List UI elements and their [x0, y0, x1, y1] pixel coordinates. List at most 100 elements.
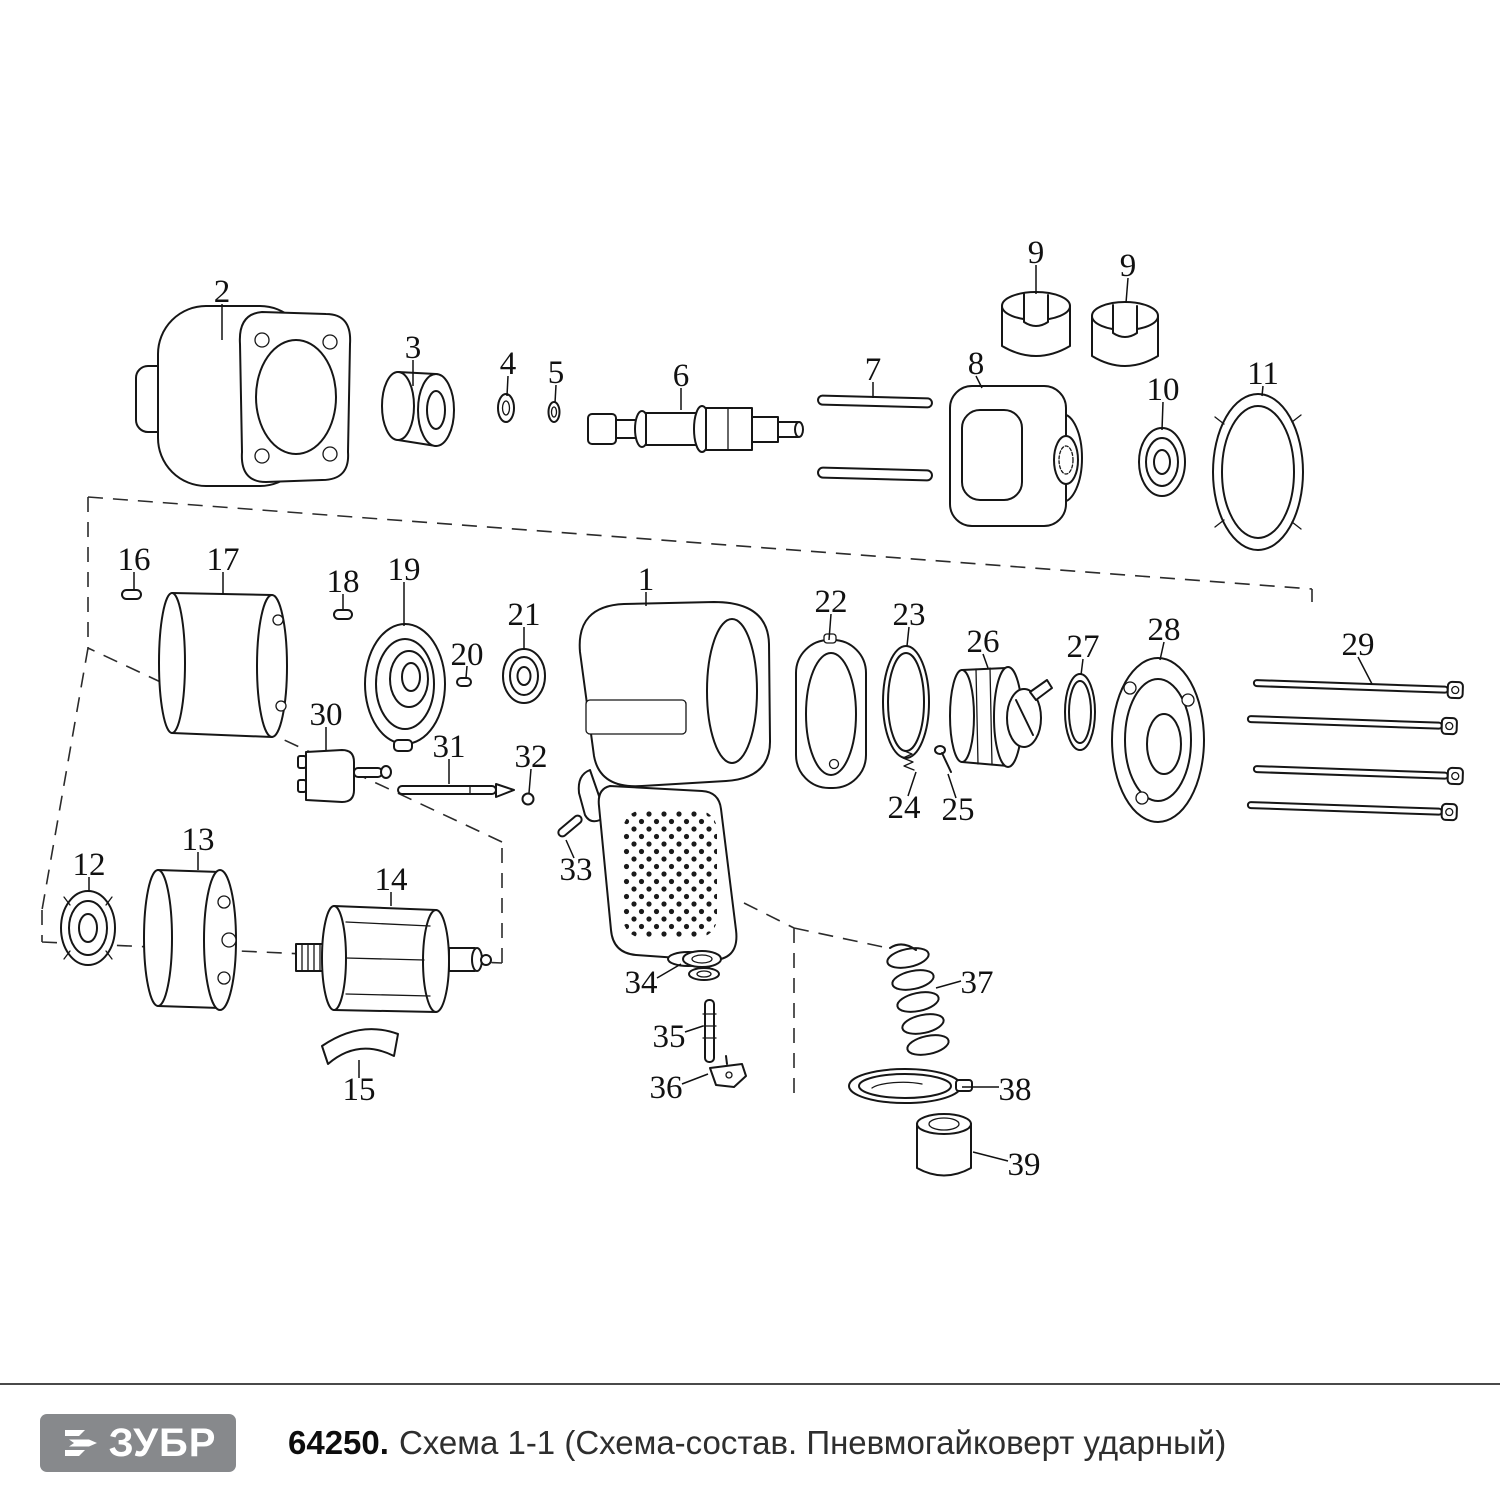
part-34-seal	[682, 950, 722, 981]
part-label-36-36: 36	[650, 1070, 683, 1106]
part-label-27-21: 27	[1067, 629, 1100, 665]
part-13-cylinder-plate	[143, 869, 237, 1011]
part-23-o-ring	[882, 645, 930, 759]
part-label-11-10: 11	[1247, 356, 1279, 392]
leader-line-29-23	[1357, 656, 1373, 685]
part-label-32-28: 32	[515, 739, 548, 775]
part-label-15-33: 15	[343, 1072, 376, 1108]
part-1-housing	[577, 601, 772, 967]
part-label-30-26: 30	[310, 697, 343, 733]
grip-texture	[623, 810, 717, 938]
leader-line-23-19	[906, 626, 910, 647]
part-2-hammer-case	[135, 305, 352, 487]
part-15-vane	[321, 1028, 399, 1065]
part-label-16-11: 16	[118, 542, 151, 578]
footer: ЗУБР 64250.Схема 1-1 (Схема-состав. Пнев…	[0, 1383, 1500, 1500]
leader-line-20-15	[465, 665, 468, 679]
part-label-21-16: 21	[508, 597, 541, 633]
part-5-ring	[547, 401, 561, 423]
leader-line-36-36	[681, 1073, 709, 1085]
part-24-spring	[901, 749, 915, 771]
part-6-anvil-shaft	[587, 405, 804, 453]
leader-line-10-9	[1161, 401, 1164, 431]
part-17-cylinder	[158, 592, 288, 738]
part-label-4-2: 4	[500, 346, 517, 382]
part-label-29-23: 29	[1342, 627, 1375, 663]
leader-line-25-25	[947, 773, 957, 799]
part-label-20-15: 20	[451, 637, 484, 673]
part-label-14-32: 14	[375, 862, 408, 898]
part-37-spring	[886, 943, 950, 1056]
part-label-3-1: 3	[405, 330, 422, 366]
part-label-7-5: 7	[865, 352, 882, 388]
part-label-13-31: 13	[182, 822, 215, 858]
leader-line-8-6	[975, 375, 983, 389]
leader-line-32-28	[528, 768, 532, 794]
part-21-bearing	[502, 648, 546, 704]
part-25-screw	[934, 745, 952, 773]
part-label-28-22: 28	[1148, 612, 1181, 648]
leader-line-34-34	[656, 963, 682, 979]
part-35-valve-stem	[702, 999, 717, 1063]
part-33-pin	[557, 814, 583, 838]
part-label-25-25: 25	[942, 792, 975, 828]
part-10-washer	[1138, 427, 1186, 497]
part-12-bearing	[60, 890, 116, 966]
part-9-hammers	[1001, 291, 1159, 367]
leader-line-11-10	[1261, 385, 1264, 397]
part-label-9-8: 9	[1120, 248, 1137, 284]
leader-line-39-39	[972, 1151, 1009, 1162]
part-18-pin	[333, 609, 353, 620]
leader-line-22-18	[828, 613, 832, 641]
zubr-logo-icon	[64, 1429, 97, 1456]
leader-line-24-24	[907, 771, 917, 797]
part-label-9-7: 9	[1028, 235, 1045, 271]
part-label-12-30: 12	[73, 847, 106, 883]
zubr-logo-text: ЗУБР	[108, 1420, 217, 1465]
part-7-pins	[817, 394, 933, 482]
part-30-reverse-valve	[297, 749, 392, 803]
part-label-35-35: 35	[653, 1019, 686, 1055]
part-16-pin	[121, 589, 142, 600]
part-label-1-17: 1	[638, 562, 655, 598]
part-20-pin	[456, 677, 472, 687]
leader-line-26-20	[982, 653, 989, 669]
part-8-hammer-cage	[949, 385, 1083, 527]
leader-line-33-29	[565, 839, 575, 859]
part-label-23-19: 23	[893, 597, 926, 633]
part-label-19-14: 19	[388, 552, 421, 588]
part-label-2-0: 2	[214, 274, 231, 310]
part-11-retaining-ring	[1212, 393, 1304, 551]
part-label-38-38: 38	[999, 1072, 1032, 1108]
section-boundary-lines	[41, 496, 1313, 1096]
exploded-diagram: 2345678991011161718192021122232627282924…	[41, 235, 1464, 1183]
leader-line-28-22	[1159, 641, 1165, 661]
part-label-18-13: 18	[327, 564, 360, 600]
part-label-22-18: 22	[815, 584, 848, 620]
part-label-31-27: 31	[433, 729, 466, 765]
part-label-17-12: 17	[207, 542, 240, 578]
model-number: 64250.	[288, 1423, 389, 1461]
leader-line-5-3	[554, 384, 557, 404]
part-label-39-39: 39	[1008, 1147, 1041, 1183]
part-28-rear-cover	[1111, 657, 1205, 823]
part-label-34-34: 34	[625, 965, 658, 1001]
part-label-26-20: 26	[967, 624, 1000, 660]
part-39-inlet-bushing	[916, 1113, 972, 1177]
part-3-bushing	[381, 371, 455, 447]
leader-line-4-2	[506, 375, 509, 397]
part-4-washer	[497, 393, 515, 423]
part-label-37-37: 37	[961, 965, 994, 1001]
part-27-o-ring	[1064, 673, 1096, 751]
part-38-inlet-flange	[848, 1068, 973, 1104]
part-label-6-4: 6	[673, 358, 690, 394]
part-36-valve	[709, 1055, 747, 1088]
part-label-33-29: 33	[560, 852, 593, 888]
part-14-rotor	[295, 905, 492, 1013]
leader-line-35-35	[684, 1025, 704, 1033]
part-label-10-9: 10	[1147, 372, 1180, 408]
zubr-logo: ЗУБР	[40, 1413, 236, 1472]
caption-text: Схема 1-1 (Схема-состав. Пневмогайковерт…	[398, 1423, 1227, 1461]
